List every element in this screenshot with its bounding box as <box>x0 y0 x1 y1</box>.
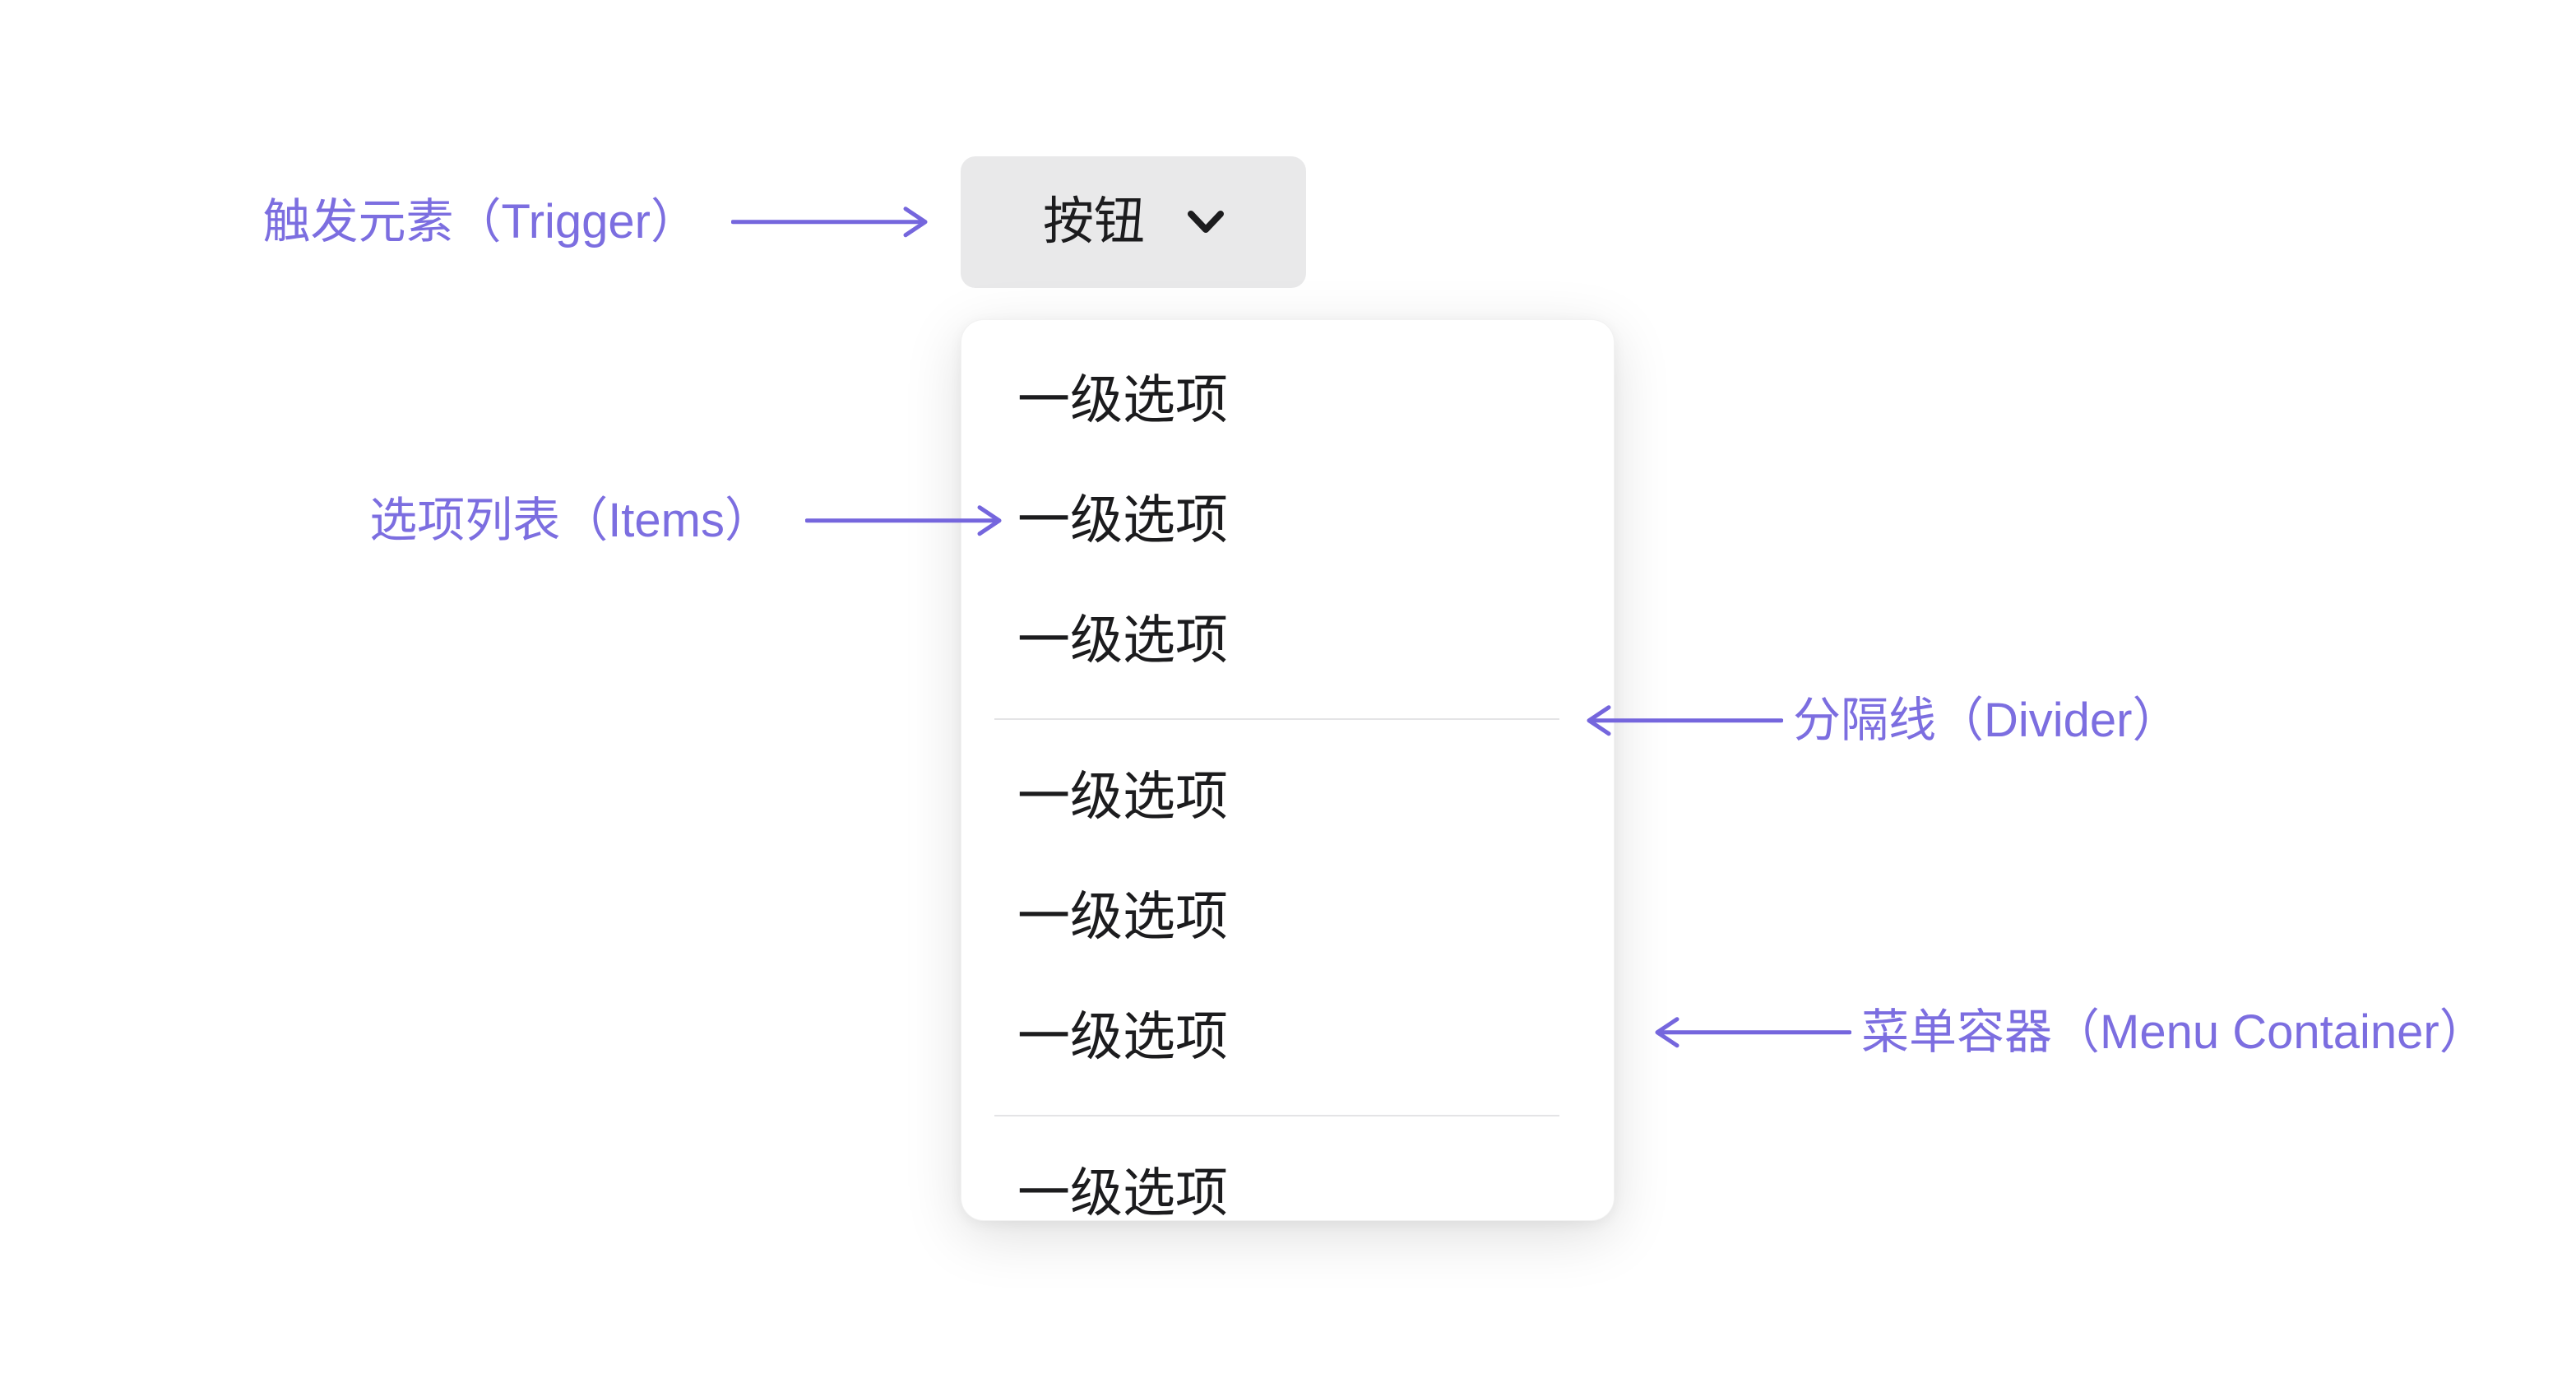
menu-item[interactable]: 一级选项 <box>1017 887 1228 946</box>
arrow-left-icon <box>1655 1017 1851 1048</box>
menu-item[interactable]: 一级选项 <box>1017 767 1228 826</box>
annotation-trigger: 触发元素（Trigger） <box>262 193 929 253</box>
annotation-items-label: 选项列表（Items） <box>369 493 772 547</box>
menu-item[interactable]: 一级选项 <box>1017 610 1228 670</box>
menu-divider <box>994 718 1559 720</box>
annotation-trigger-label: 触发元素（Trigger） <box>262 194 698 248</box>
menu-divider <box>994 1115 1559 1116</box>
menu-item[interactable]: 一级选项 <box>1017 1007 1228 1066</box>
menu-item[interactable]: 一级选项 <box>1017 1163 1228 1221</box>
arrow-left-icon <box>1587 705 1783 736</box>
dropdown-trigger-button[interactable]: 按钮 <box>961 156 1306 288</box>
menu-item[interactable]: 一级选项 <box>1017 490 1228 550</box>
annotation-divider-label: 分隔线（Divider） <box>1793 693 2180 747</box>
annotation-divider: 分隔线（Divider） <box>1586 691 2180 751</box>
arrow-right-icon <box>805 505 1002 536</box>
arrow-right-icon <box>731 207 928 238</box>
menu-item[interactable]: 一级选项 <box>1017 370 1228 429</box>
dropdown-menu: 一级选项一级选项一级选项一级选项一级选项一级选项一级选项 <box>961 319 1615 1221</box>
annotation-menu-container: 菜单容器（Menu Container） <box>1654 1003 2487 1063</box>
annotation-menu-container-label: 菜单容器（Menu Container） <box>1861 1005 2487 1059</box>
chevron-down-icon <box>1188 211 1224 233</box>
annotation-items: 选项列表（Items） <box>369 491 1003 551</box>
trigger-button-label: 按钮 <box>1042 193 1145 250</box>
